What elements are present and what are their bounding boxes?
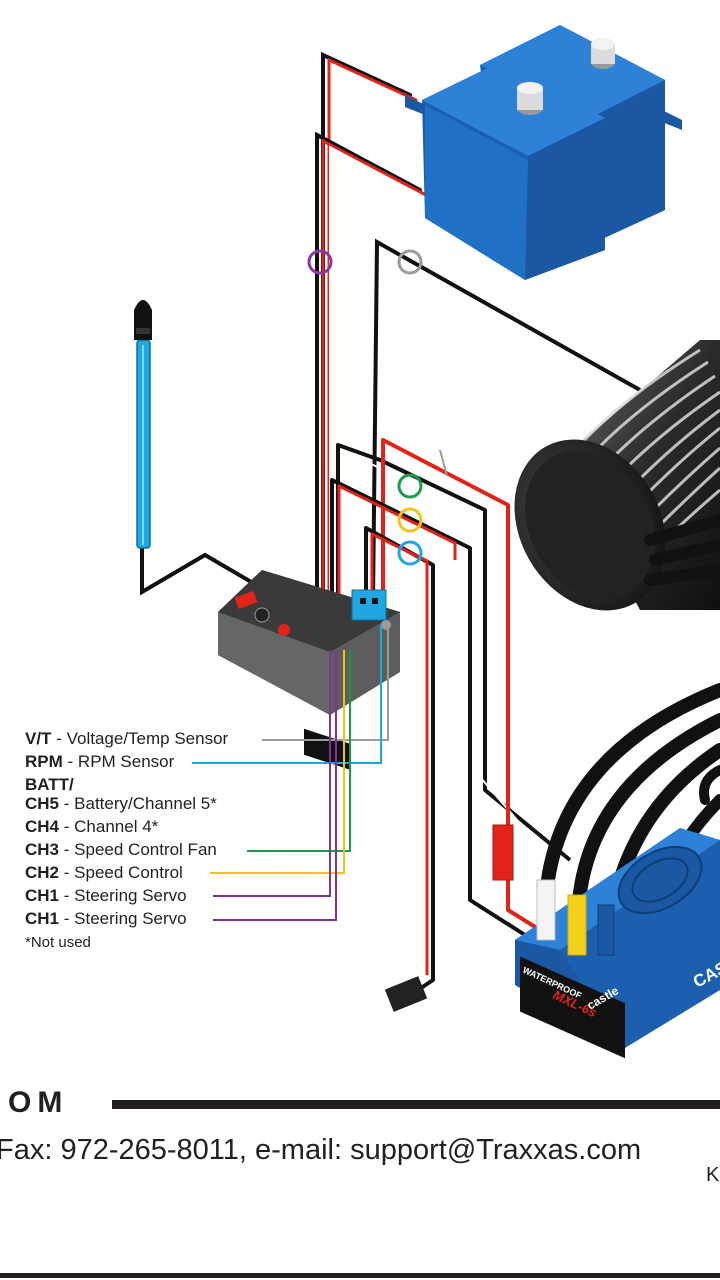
legend-row-rpm: RPM - RPM Sensor	[25, 752, 174, 772]
legend-desc: Steering Servo	[74, 886, 187, 905]
legend-desc: Channel 4*	[74, 817, 159, 836]
marker-gray	[397, 249, 423, 275]
servo-wires	[315, 51, 430, 632]
footer-edge-text: K	[706, 1164, 720, 1186]
legend-row-ch3: CH3 - Speed Control Fan	[25, 840, 217, 860]
legend-code: CH4	[25, 817, 60, 836]
legend-desc: Battery/Channel 5*	[74, 794, 217, 813]
channel-markers	[307, 249, 423, 566]
footer-contact: Fax: 972-265-8011, e-mail: support@Traxx…	[0, 1134, 642, 1166]
bottom-rule	[0, 1273, 720, 1278]
legend-code: CH5	[25, 794, 60, 813]
marker-blue	[397, 540, 423, 566]
footer-logo-fragment: OM	[8, 1086, 69, 1119]
motor-sensor-wire	[371, 238, 641, 601]
legend-sep: -	[63, 886, 70, 905]
legend-row-batt: BATT/	[25, 775, 74, 795]
legend-sep: -	[63, 817, 70, 836]
marker-yellow	[397, 507, 423, 533]
legend-desc: RPM Sensor	[77, 752, 175, 771]
legend-sep: -	[63, 909, 70, 928]
legend-code: BATT/	[25, 775, 74, 794]
marker-purple	[307, 249, 333, 275]
legend-code: CH1	[25, 909, 60, 928]
legend-note: *Not used	[25, 934, 91, 951]
antenna	[134, 300, 267, 596]
legend-desc: Steering Servo	[74, 909, 187, 928]
legend-desc: Speed Control	[74, 863, 183, 882]
legend-row-ch1-b: CH1 - Steering Servo	[25, 909, 187, 929]
loose-connector	[384, 976, 428, 1012]
esc: WATERPROOF MXL-6s castle CAS	[492, 824, 720, 1059]
legend-code: RPM	[25, 752, 63, 771]
footer-divider	[112, 1100, 720, 1109]
legend-row-ch4: CH4 - Channel 4*	[25, 817, 158, 837]
legend-code: V/T	[25, 729, 52, 748]
legend-row-ch5: CH5 - Battery/Channel 5*	[25, 794, 217, 814]
legend-sep: -	[63, 840, 70, 859]
legend-sep: -	[56, 729, 62, 748]
legend-desc: Voltage/Temp Sensor	[66, 729, 229, 748]
legend-sep: -	[63, 863, 70, 882]
legend-row-ch1-a: CH1 - Steering Servo	[25, 886, 187, 906]
legend-leaders	[192, 625, 389, 921]
marker-green	[397, 473, 423, 499]
servo-front	[405, 62, 605, 280]
motor	[514, 340, 720, 611]
legend-sep: -	[67, 752, 74, 771]
legend-code: CH1	[25, 886, 60, 905]
legend-row-vt: V/T - Voltage/Temp Sensor	[25, 729, 228, 749]
legend-desc: Speed Control Fan	[74, 840, 217, 859]
legend-code: CH2	[25, 863, 60, 882]
legend-sep: -	[63, 794, 70, 813]
legend-row-ch2: CH2 - Speed Control	[25, 863, 183, 883]
legend-code: CH3	[25, 840, 60, 859]
